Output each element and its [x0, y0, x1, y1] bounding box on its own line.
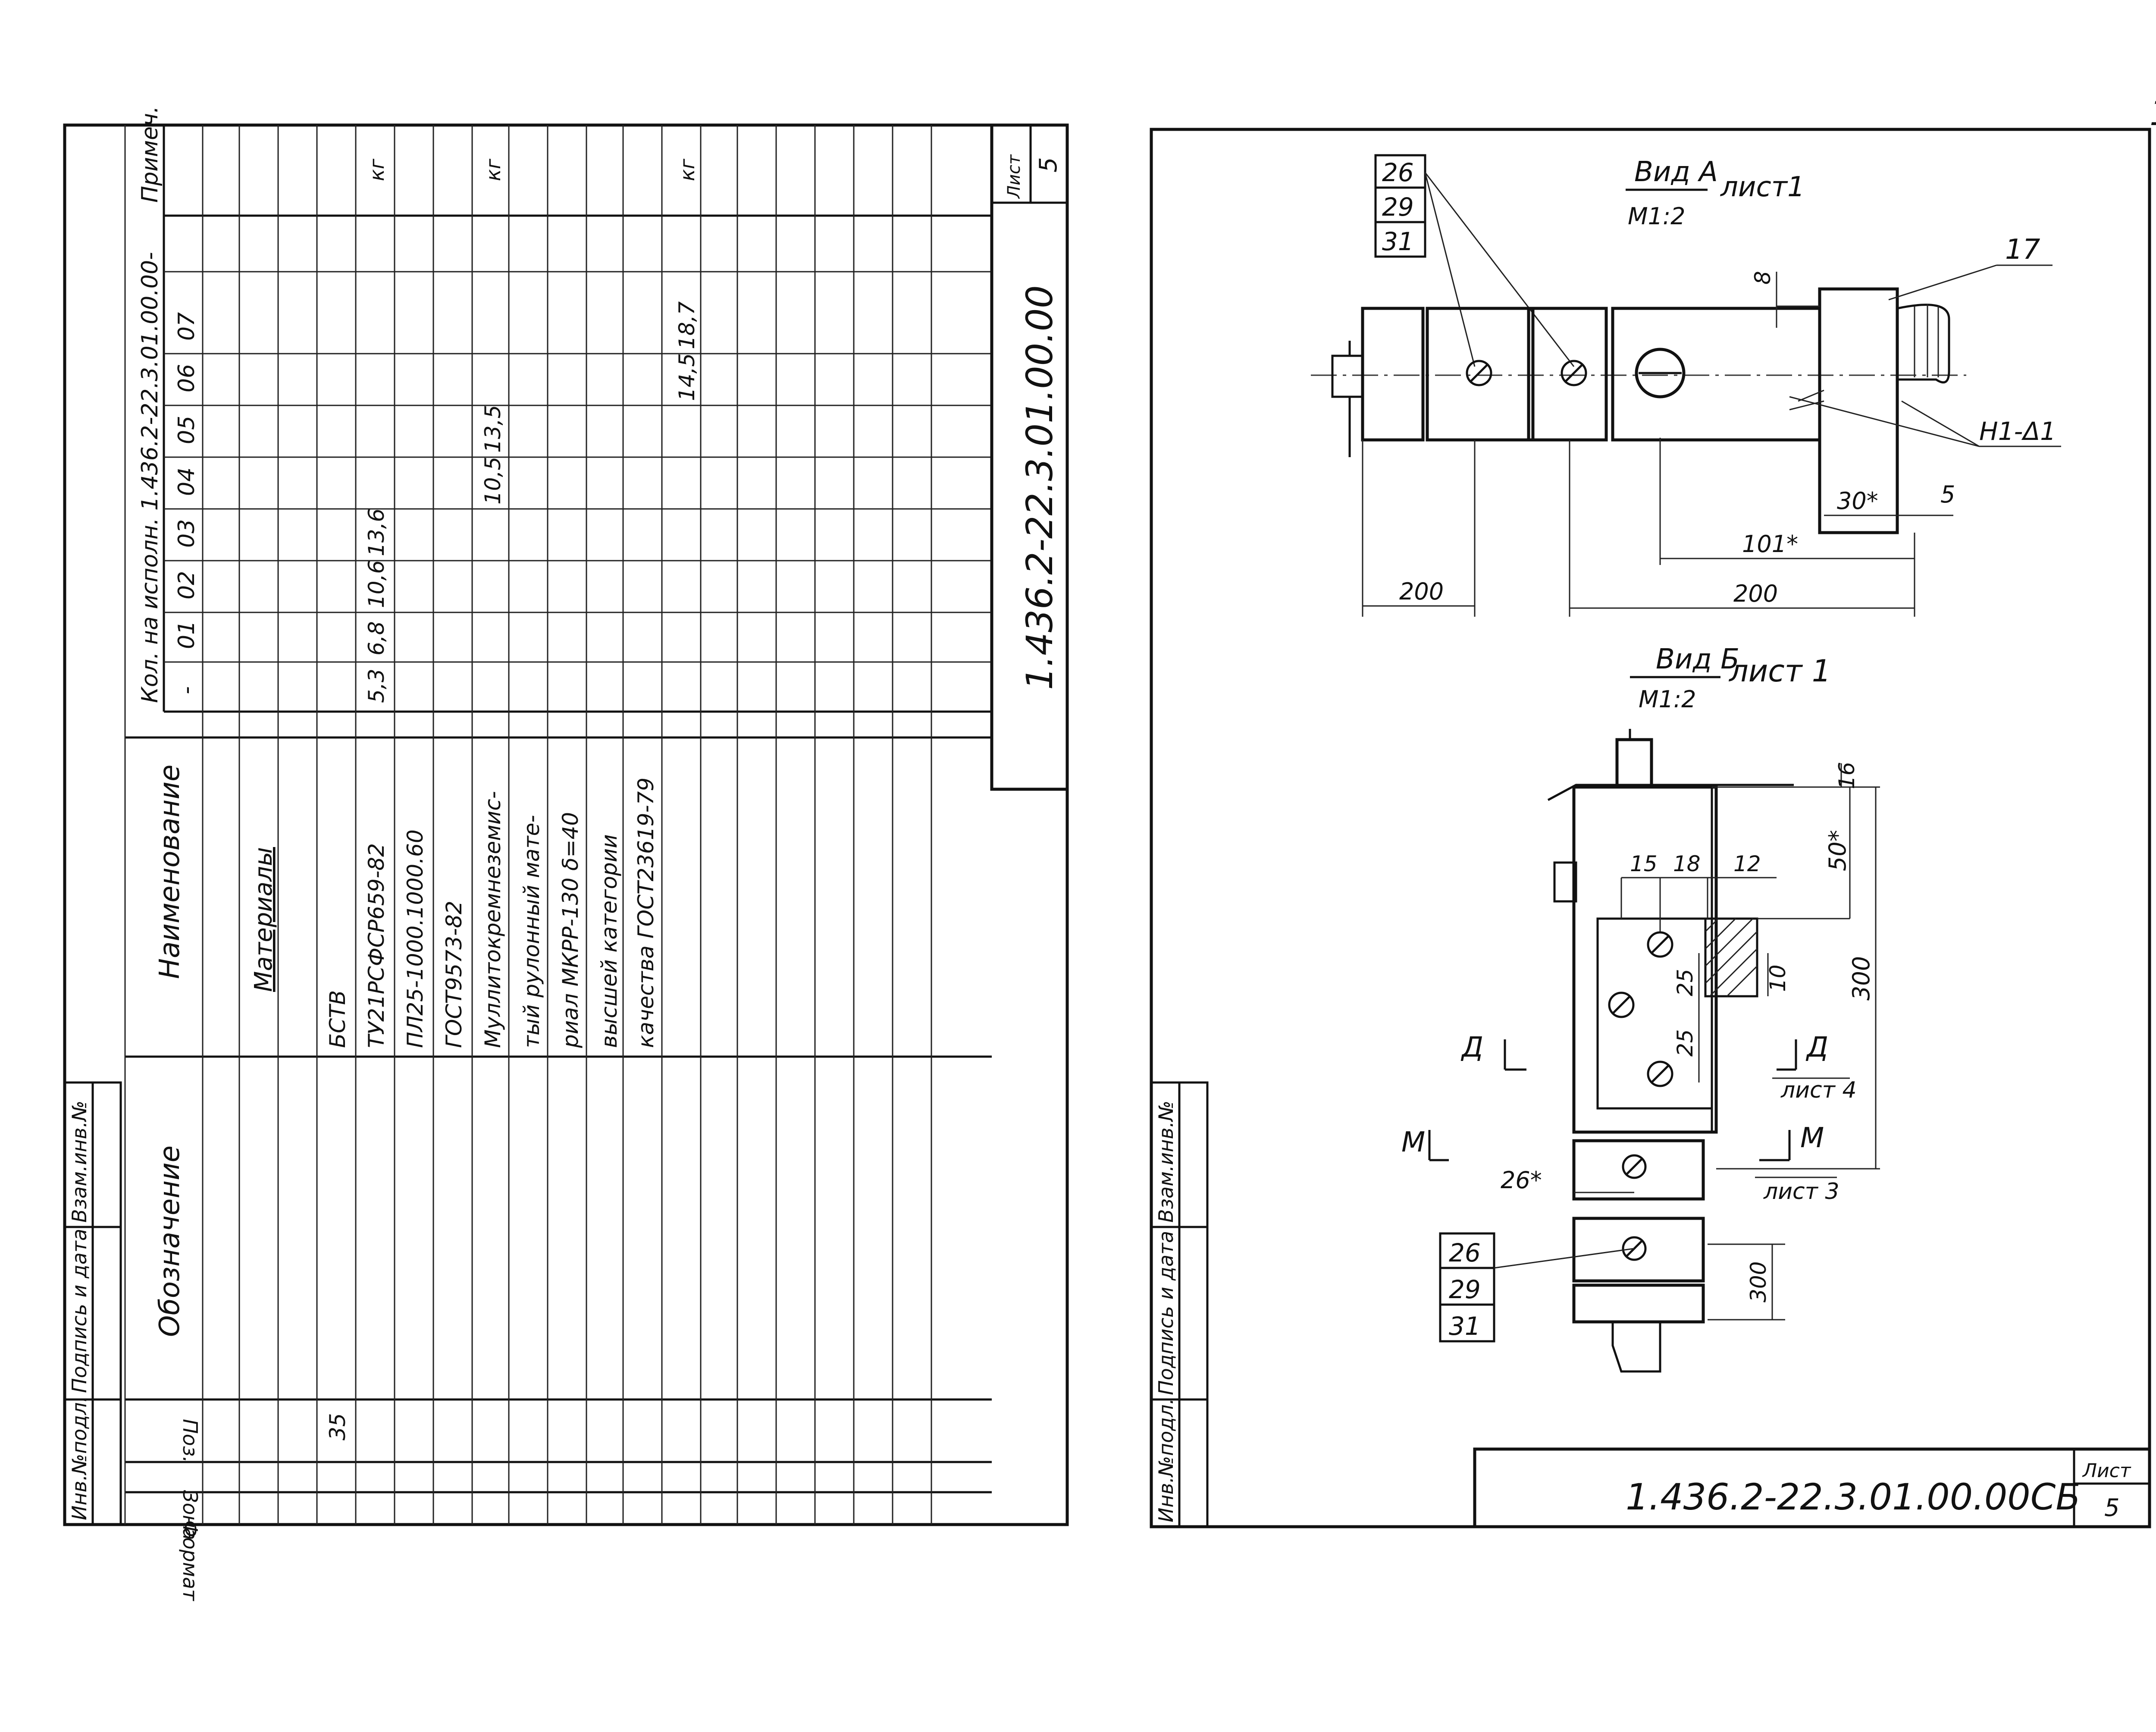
- hdr-zone: Зона: [179, 1490, 202, 1540]
- view-b-scale: М1:2: [1639, 686, 1696, 713]
- view-b-pos-26: 26: [1449, 1238, 1481, 1268]
- exec-col-3: 03: [174, 519, 200, 548]
- drawing-frame: [1150, 128, 2151, 1528]
- row7-name: высшей категории: [597, 834, 622, 1048]
- spec-sheet-number: 5: [1034, 157, 1062, 173]
- row0-note: кг: [365, 158, 389, 181]
- dim-16: 16: [1834, 762, 1859, 789]
- assembly-drawing: Инв.№подл. Подпись и дата Взам.инв.№ 1.4…: [1150, 128, 2151, 1528]
- view-a-pos-29: 29: [1382, 192, 1414, 222]
- dim-30: 30*: [1837, 487, 1878, 515]
- exec-col-4: 04: [174, 468, 200, 496]
- dim-200-right: 200: [1733, 580, 1778, 607]
- row7-v6: 14,5: [674, 353, 699, 401]
- row0-v3: 13,6: [364, 508, 389, 556]
- row3-name: ГОСТ9573-82: [442, 901, 467, 1048]
- drawing-doc-number: 1.436.2-22.3.01.00.00СБ: [1626, 1476, 2081, 1518]
- dim-15: 15: [1630, 851, 1658, 876]
- dim-8: 8: [1750, 271, 1775, 285]
- spec-frame: [63, 123, 1069, 1526]
- hdr-kg: Кол. на исполн. 1.436.2-22.3.01.00.00-: [137, 252, 163, 703]
- row6-name: риал МКРР-130 δ=40: [558, 812, 583, 1048]
- dim-26: 26*: [1501, 1167, 1542, 1194]
- section-materials: Материалы: [250, 847, 278, 992]
- dim-12: 12: [1733, 851, 1761, 876]
- page-number: 14: [2150, 93, 2156, 133]
- spec-stamp-sign: Подпись и дата: [68, 1229, 91, 1393]
- dim-25-b: 25: [1673, 1029, 1698, 1057]
- view-b: Вид Б М1:2 лист 1: [1401, 643, 1880, 1373]
- row0-v2: 10,6: [364, 560, 389, 608]
- drawing-sheet-number: 5: [2104, 1494, 2120, 1522]
- spec-stamp-inv: Инв.№подл.: [68, 1396, 91, 1520]
- exec-col-2: 02: [174, 571, 200, 599]
- hdr-note: Примеч.: [137, 106, 163, 203]
- section-d-sheet: лист 4: [1780, 1077, 1857, 1103]
- dim-10: 10: [1765, 964, 1790, 992]
- view-a: Вид А М1:2 лист1 26 29 31: [1311, 154, 2061, 617]
- row8-name: качества ГОСТ23619-79: [633, 778, 658, 1048]
- section-m-right: М: [1800, 1122, 1824, 1154]
- section-m-sheet: лист 3: [1763, 1179, 1839, 1205]
- row4-name: Муллитокремнеземис-: [480, 791, 505, 1048]
- hdr-format: Формат: [179, 1520, 202, 1601]
- row2-v5: 13,5: [480, 405, 505, 453]
- section-d-right: Д: [1805, 1032, 1828, 1064]
- row1-name: ТУ21РСФСР659-82: [364, 843, 389, 1048]
- dim-200-left: 200: [1399, 578, 1444, 605]
- dim-50: 50*: [1824, 830, 1851, 871]
- view-b-title: Вид Б: [1656, 643, 1739, 675]
- drawing-title-block: [1473, 1447, 2151, 1528]
- dim-300: 300: [1848, 956, 1875, 1001]
- specification-sheet: Инв.№подл. Подпись и дата Взам.инв.№: [63, 106, 1069, 1601]
- dim-300-lower: 300: [1746, 1261, 1771, 1302]
- view-a-pos-26: 26: [1382, 158, 1414, 187]
- dim-25-a: 25: [1673, 969, 1698, 996]
- dim-5: 5: [1940, 481, 1955, 508]
- view-a-title: Вид А: [1634, 156, 1718, 188]
- row2-name: ПЛ25-1000.1000.60: [403, 829, 428, 1048]
- spec-stamp-vzam: Взам.инв.№: [68, 1101, 91, 1223]
- hdr-pos: Поз.: [179, 1419, 202, 1463]
- row5-name: тый рулонный мате-: [519, 815, 544, 1048]
- callout-17: 17: [2005, 234, 2040, 266]
- drw-stamp-sign: Подпись и дата: [1154, 1231, 1178, 1395]
- dim-18: 18: [1673, 851, 1701, 876]
- row0-v0: 5,3: [364, 668, 389, 703]
- row2-v4: 10,5: [480, 457, 505, 505]
- exec-col-6: 06: [174, 364, 200, 392]
- row0-pos: 35: [325, 1413, 350, 1440]
- row7-note: кг: [676, 158, 699, 181]
- exec-col-7: 07: [174, 312, 200, 341]
- view-a-pos-31: 31: [1382, 227, 1414, 256]
- weld-callout: Н1-Δ1: [1979, 417, 2056, 446]
- exec-col-5: 05: [174, 416, 200, 444]
- exec-col-1: 01: [174, 621, 200, 649]
- hdr-name: Наименование: [154, 765, 186, 979]
- row0-v1: 6,8: [364, 621, 389, 656]
- section-m-left: М: [1401, 1126, 1425, 1158]
- view-b-pos-29: 29: [1449, 1275, 1481, 1304]
- spec-sheet-label: Лист: [1004, 154, 1024, 199]
- row7-v7: 18,7: [674, 301, 699, 349]
- row2-note: кг: [482, 158, 505, 181]
- exec-col-0: -: [174, 686, 200, 694]
- hdr-designation: Обозначение: [154, 1145, 186, 1337]
- dim-101: 101*: [1742, 530, 1798, 558]
- drawing-sheet-label: Лист: [2082, 1460, 2131, 1482]
- row0-name: БСТВ: [325, 990, 350, 1048]
- section-d-left: Д: [1460, 1032, 1483, 1064]
- view-b-pos-31: 31: [1449, 1312, 1481, 1341]
- view-a-sheet: лист1: [1720, 171, 1805, 203]
- drw-stamp-inv: Инв.№подл.: [1154, 1398, 1178, 1522]
- view-a-scale: М1:2: [1628, 203, 1686, 230]
- spec-doc-number: 1.436.2-22.3.01.00.00: [1018, 285, 1061, 690]
- drw-stamp-vzam: Взам.инв.№: [1154, 1101, 1178, 1223]
- view-b-sheet: лист 1: [1728, 653, 1831, 689]
